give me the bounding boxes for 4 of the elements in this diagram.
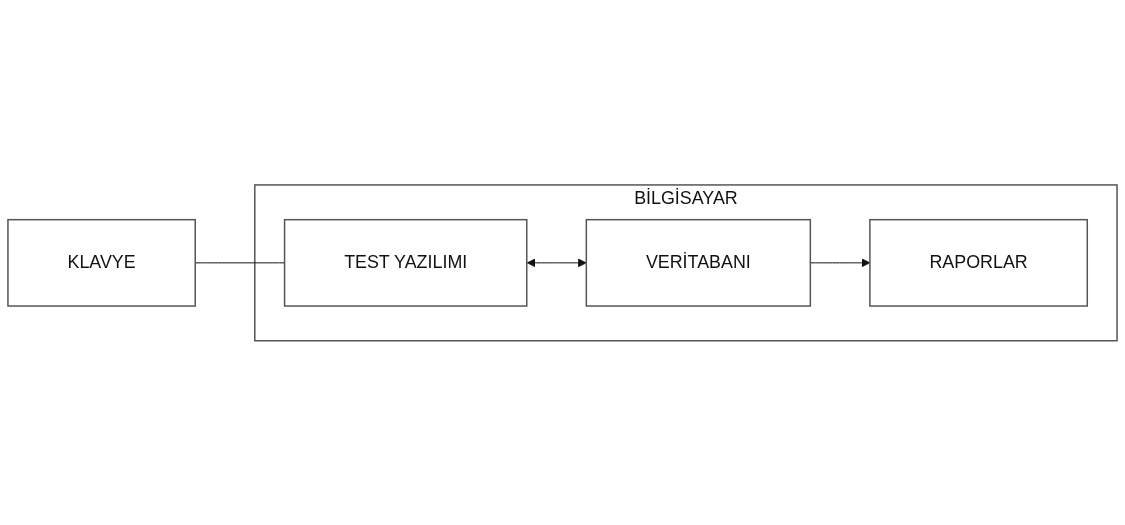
node-box: TEST YAZILIMI: [283, 218, 528, 307]
node-box: KLAVYE: [7, 218, 196, 307]
node-box: RAPORLAR: [869, 218, 1089, 307]
node-box: VERİTABANI: [585, 218, 812, 307]
